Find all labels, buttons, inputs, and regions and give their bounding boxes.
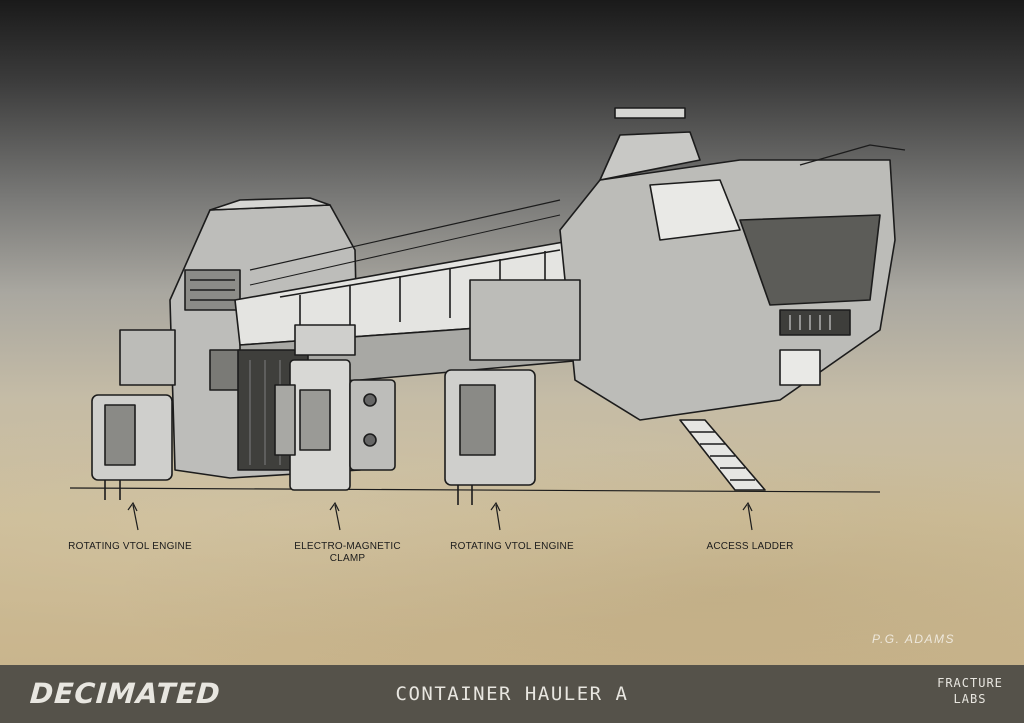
callout-electro-magnetic-clamp: ELECTRO-MAGNETIC CLAMP xyxy=(280,541,415,565)
logo-line-1: FRACTURE xyxy=(937,676,1003,690)
container-hauler-illustration xyxy=(69,107,906,531)
artwork-title: CONTAINER HAULER A xyxy=(395,683,629,705)
logo-line-2: LABS xyxy=(953,692,987,706)
callout-rear-vtol-engine: ROTATING VTOL ENGINE xyxy=(60,541,200,553)
callout-front-vtol-engine: ROTATING VTOL ENGINE xyxy=(442,541,582,553)
callout-access-ladder: ACCESS LADDER xyxy=(690,541,810,553)
footer-bar: DECIMATED CONTAINER HAULER A FRACTURE LA… xyxy=(0,665,1024,723)
artist-signature: P.G. ADAMS xyxy=(872,632,956,646)
callout-label: ACCESS LADDER xyxy=(706,541,794,552)
fracture-labs-logo: FRACTURE LABS xyxy=(930,675,1010,707)
callout-label: ELECTRO-MAGNETIC xyxy=(294,541,401,552)
callout-label: ROTATING VTOL ENGINE xyxy=(68,541,192,552)
concept-art-canvas: ROTATING VTOL ENGINE ELECTRO-MAGNETIC CL… xyxy=(0,0,1024,665)
callout-label-line2: CLAMP xyxy=(329,553,366,564)
callout-label: ROTATING VTOL ENGINE xyxy=(450,541,574,552)
